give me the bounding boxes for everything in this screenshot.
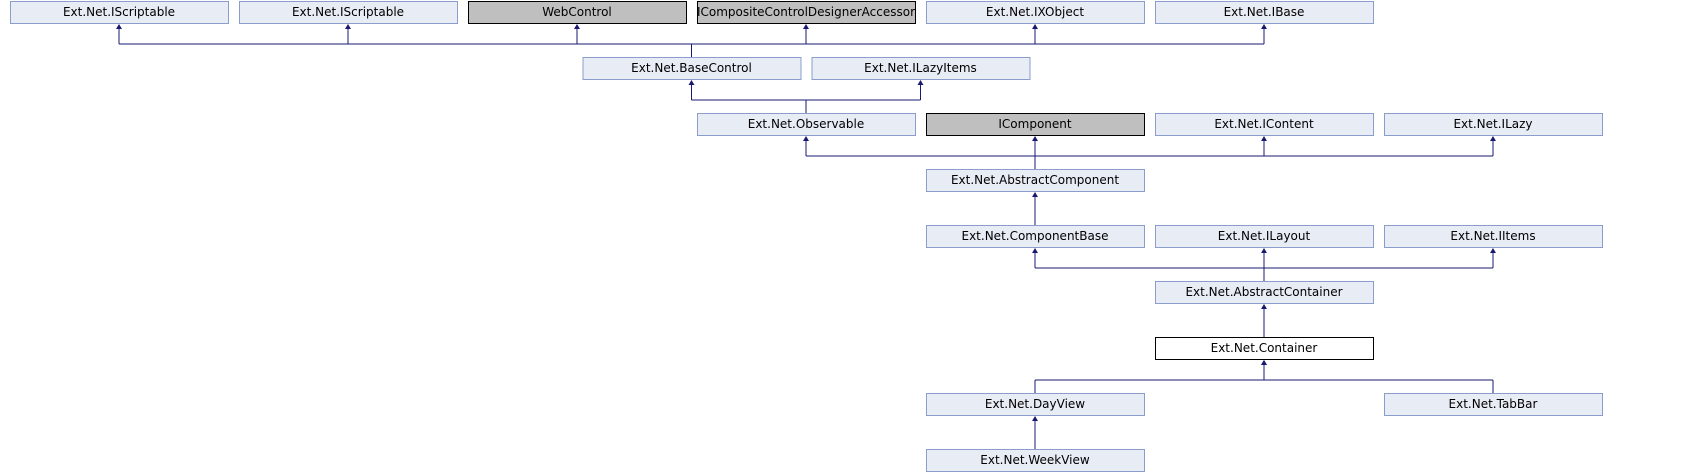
node-label: Ext.Net.ILayout — [1218, 229, 1311, 243]
edge-observable — [688, 80, 924, 113]
node-label: Ext.Net.AbstractContainer — [1185, 285, 1342, 299]
node-label: Ext.Net.IScriptable — [63, 5, 175, 19]
node-iscriptable-2[interactable]: Ext.Net.IScriptable — [239, 1, 458, 24]
node-box — [468, 1, 687, 24]
edge-abstractcontainer — [1032, 248, 1496, 281]
node-basecontrol[interactable]: Ext.Net.BaseControl — [582, 57, 802, 80]
arrowhead-abstractcontainer — [1261, 304, 1267, 309]
node-label: Ext.Net.IContent — [1214, 117, 1314, 131]
node-ilazy[interactable]: Ext.Net.ILazy — [1384, 113, 1603, 136]
node-box — [697, 1, 916, 24]
edges-layer — [116, 24, 1496, 449]
node-container: Ext.Net.Container — [1155, 337, 1374, 360]
node-label: Ext.Net.BaseControl — [631, 61, 752, 75]
node-box — [697, 113, 916, 136]
arrowhead-basecontrol — [688, 80, 695, 85]
arrowhead-icompositecontroldesigneraccessor — [803, 24, 809, 29]
node-box — [1155, 281, 1374, 304]
node-label: ICompositeControlDesignerAccessor — [697, 5, 915, 19]
arrowhead-ilazyitems — [917, 80, 924, 85]
node-box — [1155, 113, 1374, 136]
edge-dayview — [1034, 360, 1267, 393]
node-ilazyitems[interactable]: Ext.Net.ILazyItems — [811, 57, 1031, 80]
node-box — [926, 225, 1145, 248]
node-dayview[interactable]: Ext.Net.DayView — [926, 393, 1145, 416]
arrowhead-ixobject — [1032, 24, 1038, 29]
node-icontent[interactable]: Ext.Net.IContent — [1155, 113, 1374, 136]
arrowhead-dayview — [1032, 416, 1038, 421]
node-box — [926, 1, 1145, 24]
node-componentbase[interactable]: Ext.Net.ComponentBase — [926, 225, 1145, 248]
node-box — [1384, 393, 1603, 416]
node-label: Ext.Net.IScriptable — [292, 5, 404, 19]
node-icomponent[interactable]: IComponent — [926, 113, 1145, 136]
node-box — [1384, 225, 1603, 248]
arrowhead-iitems — [1490, 248, 1496, 253]
edge-tabbar — [1261, 360, 1494, 393]
node-label: Ext.Net.ComponentBase — [962, 229, 1109, 243]
node-ibase[interactable]: Ext.Net.IBase — [1155, 1, 1374, 24]
node-tabbar[interactable]: Ext.Net.TabBar — [1384, 393, 1603, 416]
arrowhead-icontent — [1261, 136, 1267, 141]
arrowhead-ilazy — [1490, 136, 1496, 141]
node-ixobject[interactable]: Ext.Net.IXObject — [926, 1, 1145, 24]
node-iscriptable-1[interactable]: Ext.Net.IScriptable — [10, 1, 229, 24]
node-label: Ext.Net.DayView — [985, 397, 1085, 411]
node-iitems[interactable]: Ext.Net.IItems — [1384, 225, 1603, 248]
node-label: Ext.Net.ILazy — [1453, 117, 1532, 131]
node-box — [239, 1, 458, 24]
node-box — [1155, 1, 1374, 24]
arrowhead-ilayout — [1261, 248, 1267, 253]
node-label: Ext.Net.TabBar — [1449, 397, 1538, 411]
nodes-layer: Ext.Net.IScriptable Ext.Net.IScriptable We… — [10, 1, 1603, 472]
arrowhead-container — [1261, 360, 1267, 365]
node-icompositecontroldesigneraccessor[interactable]: ICompositeControlDesignerAccessor — [697, 1, 916, 24]
node-weekview[interactable]: Ext.Net.WeekView — [926, 449, 1145, 472]
node-box — [811, 57, 1031, 80]
node-label: Ext.Net.IItems — [1450, 229, 1535, 243]
node-box — [1155, 225, 1374, 248]
edge-basecontrol — [116, 24, 1267, 57]
node-webcontrol[interactable]: WebControl — [468, 1, 687, 24]
node-label: WebControl — [542, 5, 612, 19]
node-ilayout[interactable]: Ext.Net.ILayout — [1155, 225, 1374, 248]
node-box — [926, 113, 1145, 136]
edge-container — [1261, 304, 1267, 337]
edge-componentbase — [1032, 192, 1038, 225]
arrowhead-observable — [803, 136, 809, 141]
node-box — [926, 169, 1145, 192]
node-label: Ext.Net.IBase — [1224, 5, 1305, 19]
arrowhead-iscriptable-1 — [116, 24, 122, 29]
node-box — [10, 1, 229, 24]
node-abstractcomponent[interactable]: Ext.Net.AbstractComponent — [926, 169, 1145, 192]
node-label: Ext.Net.Container — [1211, 341, 1318, 355]
arrowhead-ibase — [1261, 24, 1267, 29]
node-box — [1155, 337, 1374, 360]
node-abstractcontainer[interactable]: Ext.Net.AbstractContainer — [1155, 281, 1374, 304]
arrowhead-icomponent — [1032, 136, 1038, 141]
node-label: Ext.Net.ILazyItems — [864, 61, 977, 75]
node-label: IComponent — [998, 117, 1072, 131]
node-label: Ext.Net.AbstractComponent — [951, 173, 1119, 187]
node-label: Ext.Net.IXObject — [986, 5, 1084, 19]
arrowhead-componentbase — [1032, 248, 1038, 253]
node-box — [926, 393, 1145, 416]
node-observable[interactable]: Ext.Net.Observable — [697, 113, 916, 136]
arrowhead-webcontrol — [574, 24, 580, 29]
node-label: Ext.Net.WeekView — [980, 453, 1090, 467]
node-box — [1384, 113, 1603, 136]
arrowhead-iscriptable-2 — [345, 24, 351, 29]
edge-abstractcomponent — [803, 136, 1496, 169]
node-label: Ext.Net.Observable — [748, 117, 865, 131]
node-box — [582, 57, 802, 80]
arrowhead-abstractcomponent — [1032, 192, 1038, 197]
edge-weekview — [1032, 416, 1038, 449]
